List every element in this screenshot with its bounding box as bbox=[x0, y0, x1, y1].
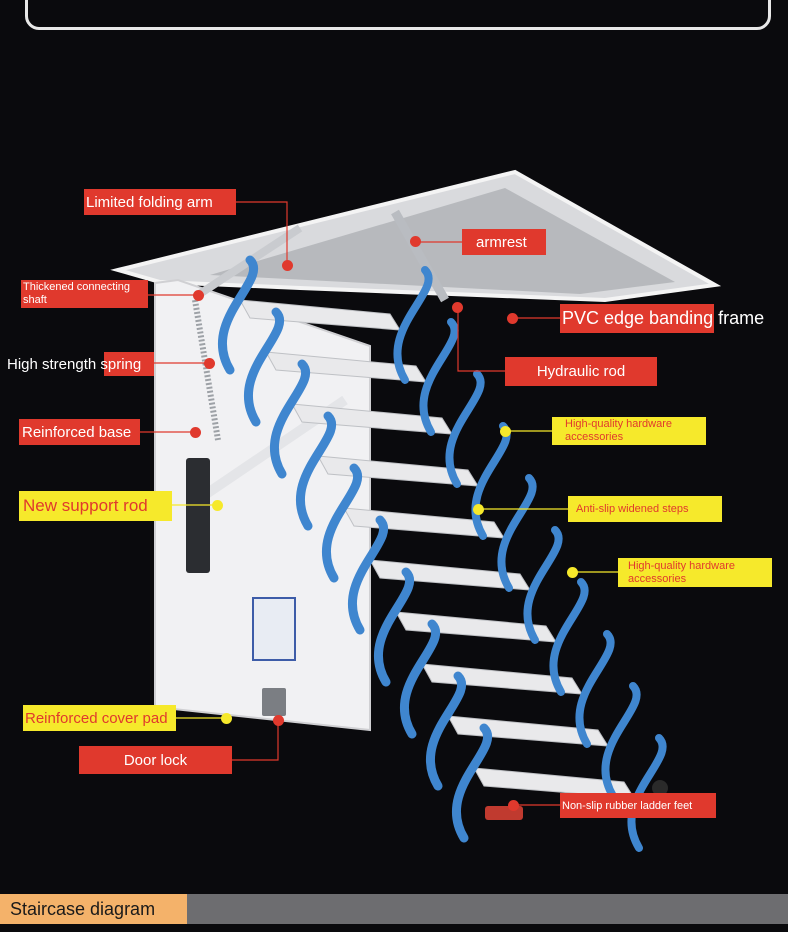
scissor-arm-right bbox=[601, 682, 641, 800]
dot-support-rod bbox=[212, 500, 223, 511]
label-non-slip-feet-text: Non-slip rubber ladder feet bbox=[562, 799, 693, 812]
label-door-lock-text: Door lock bbox=[123, 751, 188, 769]
scissor-arm-right bbox=[549, 578, 589, 696]
dot-door-lock bbox=[273, 715, 284, 726]
label-armrest: armrest bbox=[462, 229, 546, 255]
label-reinforced-base: Reinforced base bbox=[19, 419, 140, 445]
scissor-arm-left bbox=[452, 723, 493, 843]
label-reinforced-cover-pad: Reinforced cover pad bbox=[23, 705, 176, 731]
scissor-arm-left bbox=[374, 567, 415, 687]
label-hydraulic-rod: Hydraulic rod bbox=[505, 357, 657, 386]
blue-arms-group bbox=[218, 255, 667, 852]
hatch-lid-inner bbox=[210, 188, 675, 294]
label-hydraulic-rod-text: Hydraulic rod bbox=[536, 363, 626, 380]
label-hardware-2-line2: accessories bbox=[628, 572, 687, 585]
ladder-foot-pad bbox=[652, 780, 668, 796]
scissor-arm-left bbox=[400, 619, 441, 739]
label-thickened-shaft-line1: Thickened connecting bbox=[23, 281, 131, 293]
label-armrest-text: armrest bbox=[476, 233, 527, 251]
dot-hardware-1 bbox=[500, 426, 511, 437]
label-pvc-edge-text: PVC edge banding frame bbox=[562, 308, 765, 328]
scissor-arm-left bbox=[270, 359, 311, 479]
label-limited-folding-arm: Limited folding arm bbox=[84, 189, 236, 215]
scissor-arm-right bbox=[445, 370, 485, 488]
scissor-arm-right bbox=[393, 266, 433, 384]
base-bracket bbox=[186, 458, 210, 573]
dot-thickened-shaft bbox=[193, 290, 204, 301]
scissor-arm-right bbox=[497, 474, 537, 592]
label-reinforced-base-text: Reinforced base bbox=[22, 423, 132, 441]
dot-spring bbox=[204, 358, 215, 369]
label-limited-folding-arm-text: Limited folding arm bbox=[86, 193, 213, 211]
scissor-arm-left bbox=[244, 307, 285, 427]
label-hardware-1-line2: accessories bbox=[565, 431, 624, 443]
scissor-arm-left bbox=[426, 671, 467, 791]
dot-limited-folding-arm bbox=[282, 260, 293, 271]
dot-hardware-2 bbox=[567, 567, 578, 578]
label-new-support-rod-text: New support rod bbox=[23, 496, 148, 515]
dot-cover-pad bbox=[221, 713, 232, 724]
dot-hydraulic-rod bbox=[452, 302, 463, 313]
label-hardware-2: High-quality hardware accessories bbox=[618, 558, 772, 587]
label-new-support-rod: New support rod bbox=[19, 491, 172, 521]
scissor-arm-left bbox=[296, 411, 337, 531]
dot-anti-slip-steps bbox=[473, 504, 484, 515]
steps-group bbox=[239, 299, 635, 799]
label-anti-slip-steps: Anti-slip widened steps bbox=[568, 496, 722, 522]
top-frame-border bbox=[25, 0, 771, 30]
label-hardware-1: High-quality hardware accessories bbox=[552, 417, 706, 445]
footer-title: Staircase diagram bbox=[0, 894, 187, 924]
label-hardware-1-line1: High-quality hardware bbox=[565, 418, 672, 430]
dot-armrest bbox=[410, 236, 421, 247]
footer-title-text: Staircase diagram bbox=[10, 898, 156, 919]
label-thickened-shaft: Thickened connecting shaft bbox=[21, 280, 148, 308]
scissor-arm-right bbox=[419, 318, 459, 436]
dot-reinforced-base bbox=[190, 427, 201, 438]
label-high-strength-spring: High strength spring bbox=[4, 352, 154, 376]
scissor-arm-right bbox=[523, 526, 563, 644]
armrest-bar bbox=[391, 209, 449, 303]
scissor-arm-right bbox=[627, 734, 667, 852]
label-anti-slip-steps-text: Anti-slip widened steps bbox=[576, 503, 689, 515]
label-pvc-edge: PVC edge banding frame bbox=[560, 304, 764, 333]
dot-ladder-feet bbox=[508, 800, 519, 811]
scissor-arm-left bbox=[348, 515, 389, 635]
label-high-strength-spring-text: High strength spring bbox=[7, 355, 142, 373]
scissor-arm-left bbox=[218, 255, 259, 375]
bottom-strip bbox=[0, 932, 788, 948]
label-hardware-2-line1: High-quality hardware bbox=[628, 559, 735, 572]
dot-pvc-edge bbox=[507, 313, 518, 324]
scissor-arm-left bbox=[322, 463, 363, 583]
scissor-arm-right bbox=[575, 630, 615, 748]
label-reinforced-cover-pad-text: Reinforced cover pad bbox=[25, 709, 168, 727]
label-door-lock: Door lock bbox=[79, 746, 232, 774]
lock-body bbox=[262, 688, 286, 716]
warning-sticker bbox=[252, 597, 296, 661]
label-non-slip-feet: Non-slip rubber ladder feet bbox=[560, 793, 716, 818]
label-thickened-shaft-line2: shaft bbox=[23, 294, 47, 306]
